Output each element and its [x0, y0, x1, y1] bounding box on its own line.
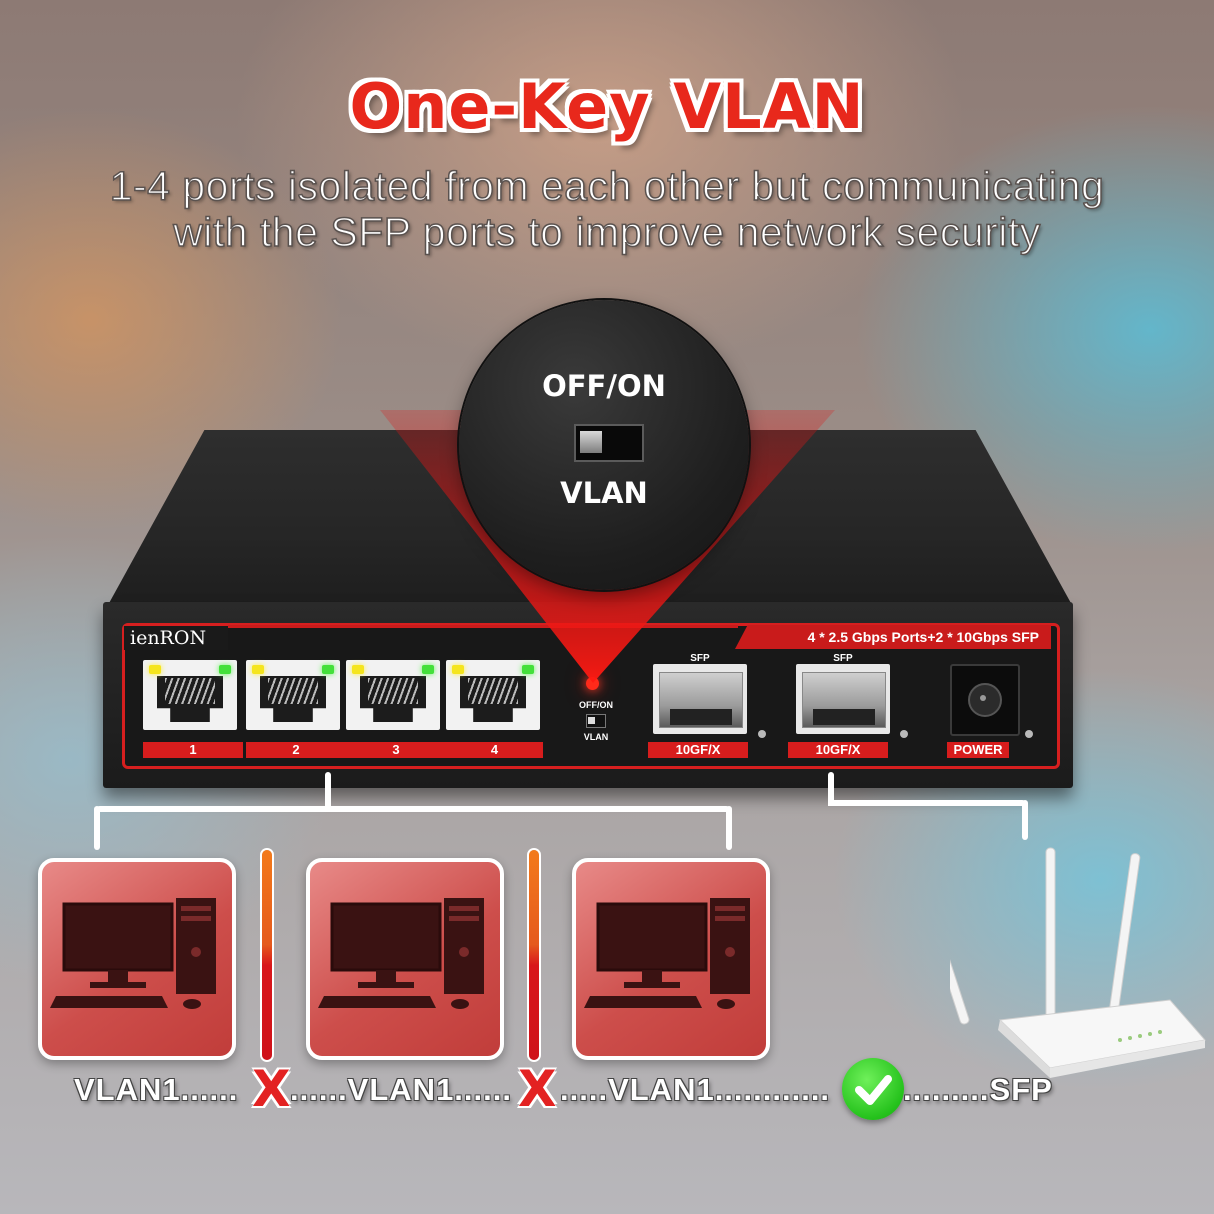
sfp-top-label-2: SFP — [833, 653, 853, 664]
zoom-label-vlan: VLAN — [560, 476, 648, 510]
sfp-cage-inner — [802, 672, 886, 728]
vlan-switch-label-bottom: VLAN — [583, 732, 609, 742]
port-pins — [268, 678, 318, 704]
vlan-label-2: ......VLAN1...... — [290, 1072, 512, 1107]
power-led-icon — [1025, 730, 1033, 738]
port-pins — [468, 678, 518, 704]
sfp-top-label-1: SFP — [690, 653, 710, 664]
connector-wire — [94, 806, 732, 812]
connector-wire — [726, 806, 732, 850]
vlan-label-3: .....VLAN1............ — [560, 1072, 831, 1107]
zoom-vlan-switch-icon — [574, 424, 644, 462]
sfp-status-led-icon — [758, 730, 766, 738]
led-green-icon — [219, 665, 231, 674]
sfp-port-1[interactable] — [653, 664, 747, 734]
check-icon — [842, 1058, 904, 1120]
router-icon — [950, 847, 1206, 1078]
led-yellow-icon — [452, 665, 464, 674]
connector-wire — [828, 800, 1028, 806]
led-yellow-icon — [149, 665, 161, 674]
computer-icon — [50, 898, 216, 1009]
ethernet-port-1[interactable] — [143, 660, 237, 730]
power-label: POWER — [947, 742, 1009, 758]
switch-knob — [580, 431, 602, 453]
led-yellow-icon — [352, 665, 364, 674]
sfp-status-led-icon — [900, 730, 908, 738]
ethernet-port-3[interactable] — [346, 660, 440, 730]
sfp-label-1: 10GF/X — [648, 742, 748, 758]
port-pins — [165, 678, 215, 704]
port-label-1: 1 — [143, 742, 243, 758]
port-label-4: 4 — [446, 742, 543, 758]
brand-logo: ienRON — [124, 626, 228, 650]
isolation-bar — [262, 850, 272, 1060]
pc-card-3 — [572, 858, 770, 1060]
port-pins — [368, 678, 418, 704]
vlan-toggle-switch[interactable] — [586, 714, 606, 728]
port-label-2: 2 — [246, 742, 346, 758]
computer-icon — [584, 898, 750, 1009]
led-yellow-icon — [252, 665, 264, 674]
vlan-switch-label-top: OFF/ON — [579, 700, 613, 710]
connector-wire — [828, 772, 834, 806]
power-jack-icon — [950, 664, 1020, 736]
connector-wire — [94, 806, 100, 850]
computer-icon — [318, 898, 484, 1009]
vlan-indicator-dot — [586, 677, 599, 690]
checkmark-icon — [855, 1075, 892, 1105]
blocked-x-icon: X — [252, 1060, 291, 1118]
led-green-icon — [322, 665, 334, 674]
ethernet-port-2[interactable] — [246, 660, 340, 730]
ethernet-port-4[interactable] — [446, 660, 540, 730]
connector-wire — [1022, 800, 1028, 840]
vlan-label-1: VLAN1...... — [74, 1072, 239, 1107]
zoom-label-off-on: OFF/ON — [542, 369, 666, 403]
led-green-icon — [422, 665, 434, 674]
sfp-slot — [813, 709, 875, 725]
subtitle-line-1: 1-4 ports isolated from each other but c… — [109, 162, 1105, 210]
pc-card-2 — [306, 858, 504, 1060]
sfp-cage-inner — [659, 672, 743, 728]
sfp-slot — [670, 709, 732, 725]
power-jack-pin — [980, 695, 986, 701]
page-title: One-Key VLAN — [349, 70, 865, 143]
blocked-x-icon: X — [518, 1060, 557, 1118]
isolation-bar — [529, 850, 539, 1060]
sfp-port-2[interactable] — [796, 664, 890, 734]
sfp-label: .........SFP — [903, 1072, 1053, 1107]
subtitle-line-2: with the SFP ports to improve network se… — [172, 208, 1041, 256]
pc-card-1 — [38, 858, 236, 1060]
page-subtitle: 1-4 ports isolated from each other but c… — [0, 162, 1214, 256]
port-label-3: 3 — [346, 742, 446, 758]
led-green-icon — [522, 665, 534, 674]
sfp-label-2: 10GF/X — [788, 742, 888, 758]
spec-banner: 4 * 2.5 Gbps Ports+2 * 10Gbps SFP — [735, 625, 1051, 649]
panel-top-line — [228, 625, 738, 628]
connector-wire — [325, 772, 331, 810]
